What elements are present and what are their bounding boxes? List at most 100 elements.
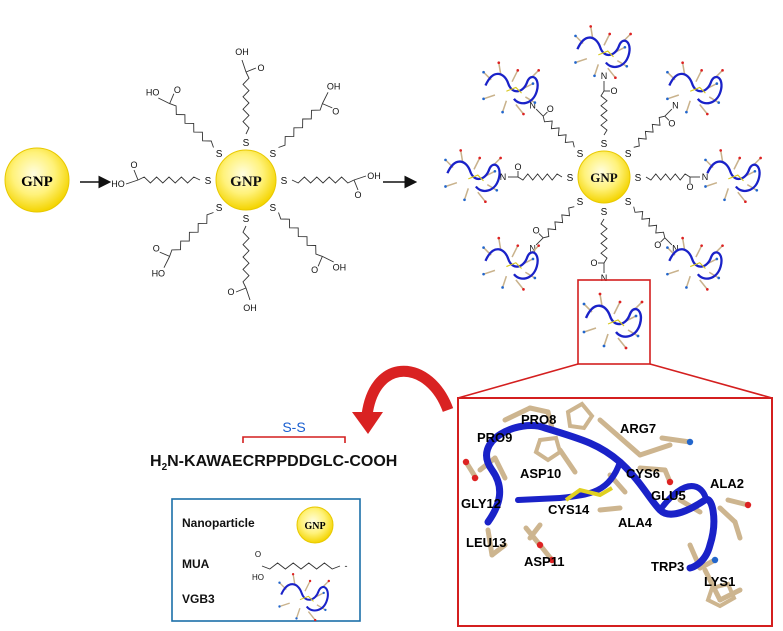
side-chain [667, 269, 680, 275]
atom [700, 68, 703, 72]
disulfide-label: S-S [282, 419, 305, 435]
atom [598, 292, 602, 296]
sulfur-label: S [577, 197, 584, 208]
sulfur-label: S [243, 214, 250, 225]
atom [666, 70, 669, 74]
disulfide-bracket [242, 436, 346, 443]
legend: Nanoparticle GNP MUA -OHO VGB3 [171, 498, 361, 622]
peptide-disulfide [506, 86, 522, 94]
atom [308, 579, 312, 583]
side-chain [607, 67, 616, 79]
oxygen-label: O [547, 104, 554, 114]
amide-bond [664, 237, 673, 246]
carbonyl-bond [353, 179, 359, 191]
alkyl-chain [291, 176, 355, 184]
side-chain [705, 181, 718, 188]
sulfur-label: S [205, 176, 212, 187]
atom [574, 61, 577, 64]
label-lys1: LYS1 [704, 574, 735, 589]
carbonyl-bond [317, 256, 323, 267]
side-chain [685, 275, 691, 288]
hydroxyl-label: OH [235, 47, 249, 57]
atom [704, 158, 707, 162]
sulfur-label: S [625, 197, 632, 208]
atom [623, 45, 627, 49]
atom [744, 200, 747, 204]
peptide-disulfide [299, 595, 314, 602]
pro-ring [533, 435, 563, 463]
alkyl-chain [278, 103, 323, 148]
residue-stick [597, 505, 623, 513]
atom [516, 68, 520, 72]
atom [602, 344, 606, 348]
carbonyl-bond [664, 115, 670, 121]
carbonyl-bond [538, 233, 544, 239]
oxygen-label: O [255, 550, 261, 559]
peptide-disulfide [607, 319, 625, 327]
nitrogen-label: N [529, 243, 536, 253]
oxygen-label: O [590, 258, 597, 268]
peptide-ribbon [576, 36, 631, 69]
vgb3-arm: SON [635, 149, 762, 204]
atom [624, 346, 628, 350]
side-chain [304, 580, 311, 592]
atom [717, 101, 721, 104]
side-chain [575, 57, 588, 64]
heteroatom [548, 556, 556, 564]
residue-stick [545, 409, 555, 431]
atom [497, 61, 501, 65]
peptide-icon [666, 61, 724, 116]
hydroxyl-label: HO [146, 87, 160, 97]
sulfur-label: S [270, 149, 277, 160]
atom [705, 288, 709, 291]
atom [478, 156, 482, 160]
atom [721, 244, 724, 248]
atom [493, 169, 497, 173]
side-chain [599, 293, 603, 307]
residue-stick [489, 542, 508, 558]
vgb3-arm: SON [482, 61, 584, 160]
atom [497, 236, 501, 240]
side-chain [279, 602, 290, 608]
heteroatom [462, 458, 470, 466]
atom [589, 25, 593, 28]
side-chain [463, 188, 470, 201]
heteroatom [686, 438, 694, 446]
atom [324, 608, 327, 612]
atom [640, 300, 644, 304]
side-chain [695, 69, 703, 83]
hydroxyl-label: HO [111, 179, 125, 189]
side-chain [511, 245, 519, 258]
sequence-text: H2N-KAWAECRPPDDGLC-COOH [150, 453, 397, 473]
alkyl-chain [169, 212, 214, 257]
sulfur-label: S [216, 149, 223, 160]
label-ala2: ALA2 [710, 476, 744, 491]
nitrogen-label: N [500, 172, 507, 182]
atom [444, 185, 447, 188]
residue-stick [732, 519, 743, 541]
legend-gnp-icon [296, 506, 334, 544]
atom [499, 156, 502, 160]
residue-stick [537, 542, 555, 563]
sulfur-label: S [281, 176, 288, 187]
sulfur-label: S [625, 149, 632, 160]
alkyl-chain [600, 90, 608, 136]
hydroxyl-label: HO [152, 268, 166, 278]
peptide-disulfide [468, 174, 484, 182]
side-chain [733, 157, 741, 170]
carbonyl-bond [235, 287, 247, 293]
bare-gnp: GNP [4, 147, 70, 213]
side-chain [699, 104, 708, 115]
atom [753, 169, 757, 173]
atom [484, 200, 487, 204]
side-chain [593, 64, 600, 77]
gnp-label: GNP [590, 170, 618, 185]
atom [618, 300, 622, 304]
nitrogen-label: N [601, 273, 608, 283]
atom [531, 82, 535, 85]
side-chain [483, 94, 496, 100]
legend-mua-terminus: - [345, 561, 348, 571]
